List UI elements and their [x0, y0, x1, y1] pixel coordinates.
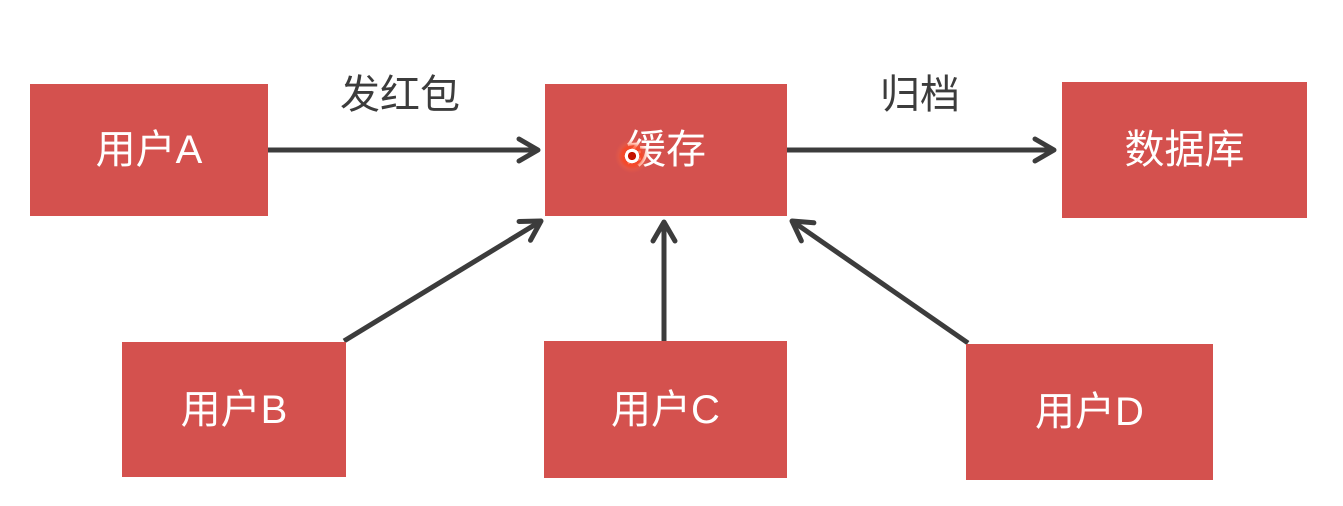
node-user-b-label: 用户B: [180, 387, 288, 432]
node-cache-label: 缓存: [626, 128, 706, 172]
node-user-b: 用户B: [122, 342, 346, 477]
edge-arrow-user-b-to-cache: [342, 218, 544, 344]
node-database-label: 数据库: [1124, 128, 1245, 172]
edge-lines-group: [268, 136, 1057, 346]
node-cache: 缓存: [545, 84, 787, 216]
edge-arrow-user-d-to-cache: [789, 218, 970, 346]
node-user-a: 用户A: [30, 84, 268, 216]
node-user-a-label: 用户A: [95, 128, 203, 172]
edge-label-archive: 归档: [880, 73, 960, 117]
node-user-d-label: 用户D: [1035, 390, 1144, 434]
node-user-d: 用户D: [966, 344, 1213, 480]
node-user-c: 用户C: [544, 341, 787, 478]
node-user-c-label: 用户C: [611, 387, 720, 432]
node-database: 数据库: [1062, 82, 1307, 218]
edge-label-send-red-packet: 发红包: [340, 73, 460, 117]
